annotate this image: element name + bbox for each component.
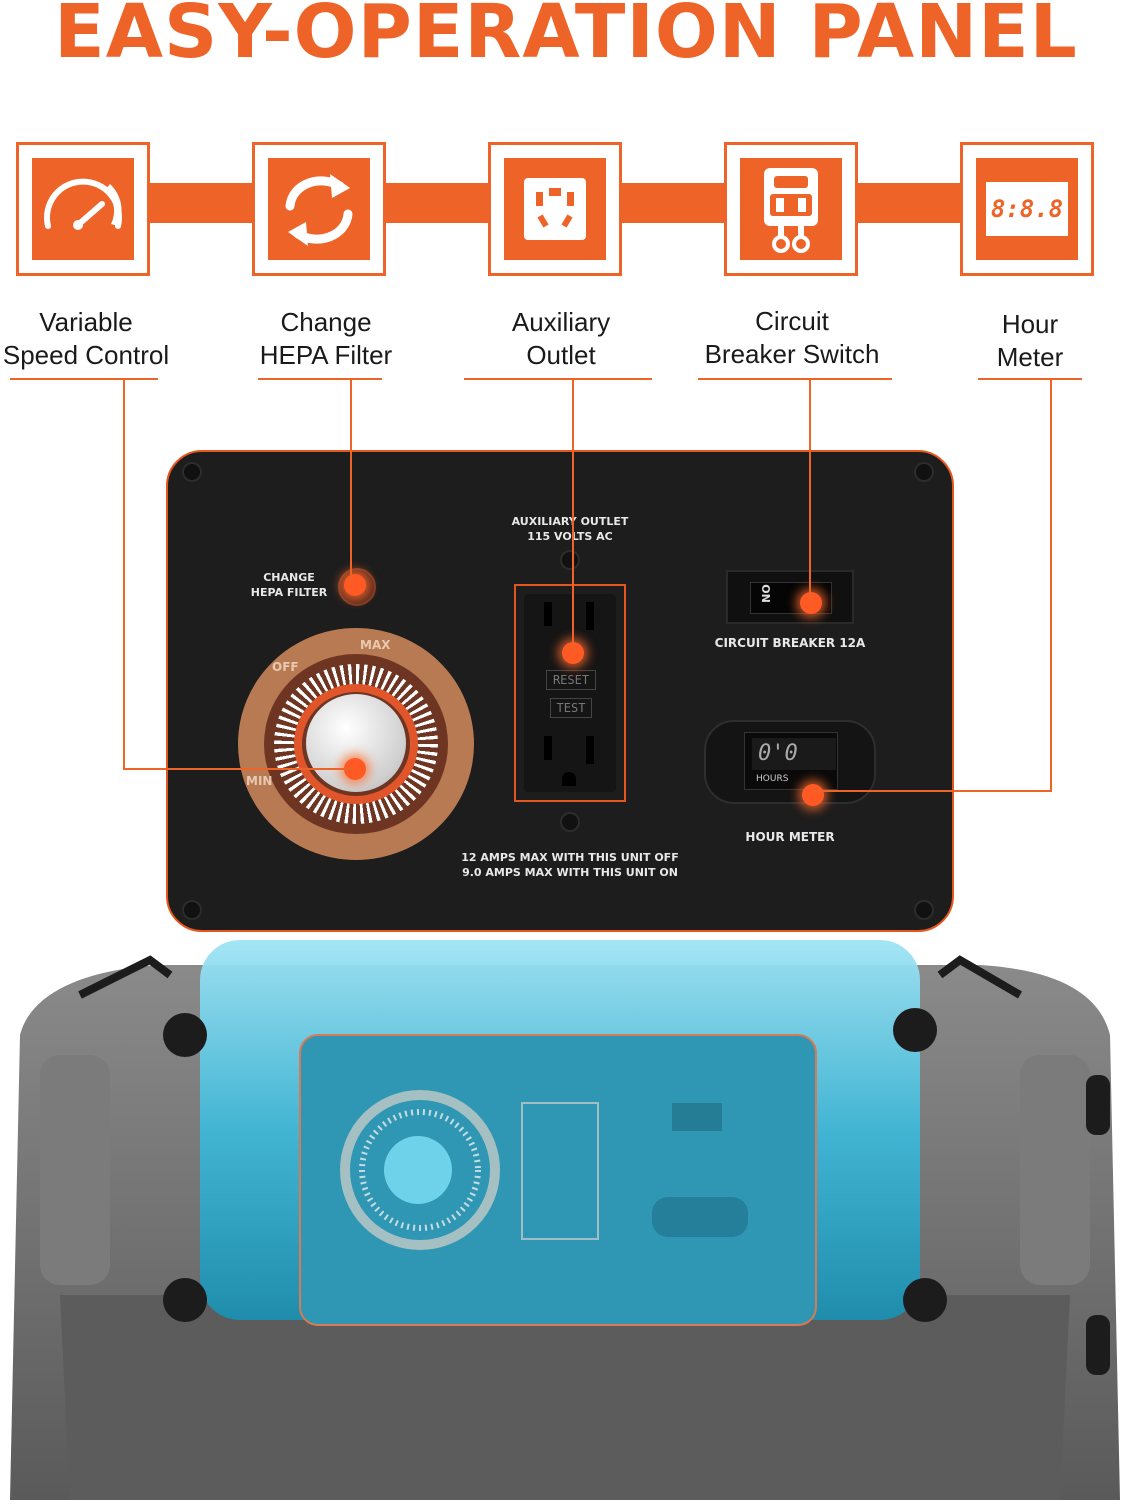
digital-display-icon: 8:8.8 [976,158,1078,260]
hotspot-outlet [562,642,584,664]
screw-icon [182,900,202,920]
leader-line-meter [812,790,1052,792]
leader-line-meter [1050,379,1052,792]
hotspot-breaker [800,592,822,614]
breaker-on-label: ON [758,584,772,603]
label-underline [978,378,1082,380]
outlet-icon [504,158,606,260]
meter-hours-label: HOURS [756,774,789,784]
screw-icon [914,462,934,482]
breaker-switch-icon [740,158,842,260]
screw-icon [182,462,202,482]
hour-meter-label: HOUR METER [745,830,835,844]
screw-icon [560,812,580,832]
screw-icon [914,900,934,920]
label-underline [698,378,892,380]
leader-line-hepa [350,379,352,581]
meter-reading: 0'0 [752,738,836,770]
dial-min-label: MIN [246,774,273,788]
reset-button[interactable]: RESET [546,670,596,690]
feature-card-outlet [488,142,622,276]
feature-card-speed [16,142,150,276]
leader-line-speed [123,379,125,770]
leader-line-outlet [572,379,574,651]
feature-card-breaker [724,142,858,276]
meter-digits: 8:8.8 [990,195,1064,223]
label-underline [10,378,158,380]
dial-max-label: MAX [360,638,391,652]
speed-dial[interactable] [238,628,474,860]
leader-line-breaker [809,379,811,601]
feature-card-hepa [252,142,386,276]
test-button[interactable]: TEST [550,698,592,718]
speedometer-icon [32,158,134,260]
label-underline [464,378,652,380]
screw-icon [560,550,580,570]
hotspot-meter [802,784,824,806]
air-scrubber-machine [0,935,1132,1500]
feature-card-meter: 8:8.8 [960,142,1094,276]
hour-meter: 0'0 HOURS [704,720,876,804]
circuit-breaker-switch[interactable]: ON [726,570,854,624]
auxiliary-outlet[interactable]: RESET TEST [514,584,626,802]
label-underline [258,378,382,380]
page-title: EASY-OPERATION PANEL [54,0,1078,75]
refresh-arrows-icon [268,158,370,260]
hotspot-hepa [344,574,366,596]
breaker-label: CIRCUIT BREAKER 12A [714,636,866,650]
hotspot-dial [344,758,366,780]
leader-line-speed [123,768,354,770]
dial-off-label: OFF [272,660,299,674]
